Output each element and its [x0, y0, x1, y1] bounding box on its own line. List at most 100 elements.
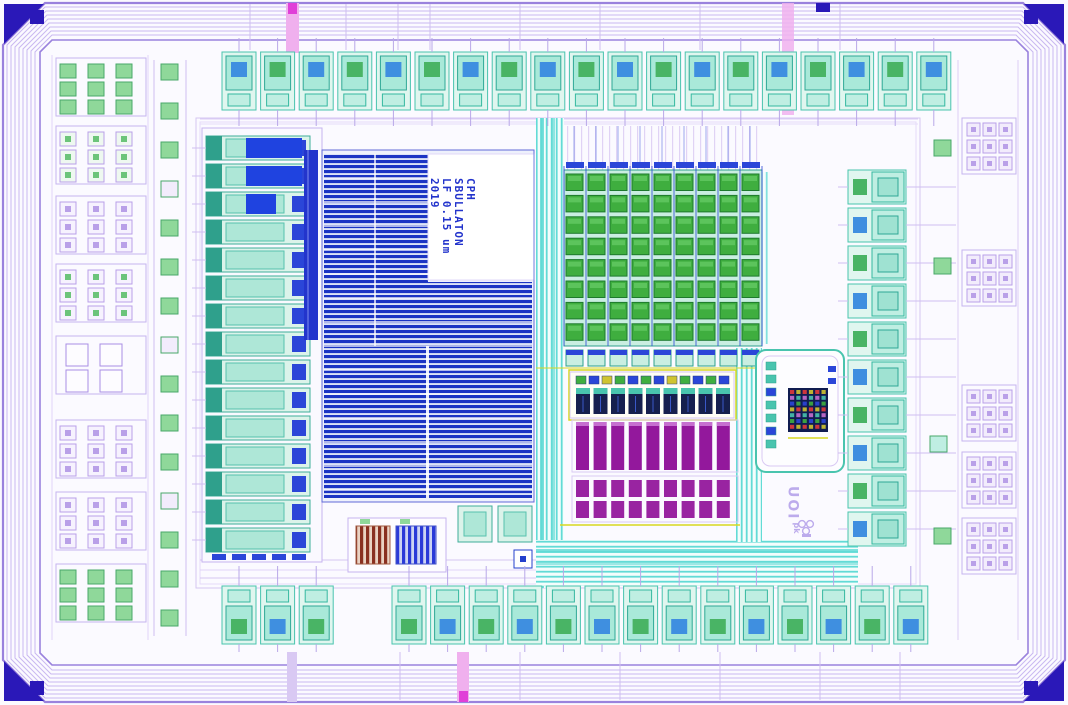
corner-markers: [4, 4, 1064, 701]
bond-pad: [453, 38, 489, 126]
test-structure-grid: [961, 384, 1017, 442]
bond-pad: [816, 566, 852, 652]
bond-pad: [221, 38, 257, 126]
logic-panel: [569, 371, 735, 419]
io-cell-row: [192, 191, 311, 217]
bond-pad: [838, 397, 956, 433]
io-cell-row: [192, 135, 311, 161]
bond-pad: [777, 566, 813, 652]
io-cell-row: [192, 387, 311, 413]
bond-pad: [761, 38, 797, 126]
test-structure-grid: [55, 419, 147, 479]
io-bias-column: [192, 127, 323, 563]
test-structure-grid: [55, 563, 147, 623]
bond-pad: [607, 38, 643, 126]
bond-pad: [260, 566, 296, 652]
analog-core: [788, 388, 828, 432]
bond-pad: [800, 38, 836, 126]
bond-pad: [221, 566, 257, 652]
column-bus-dark: [304, 150, 318, 340]
bond-pad: [838, 435, 956, 471]
bond-pad: [916, 38, 952, 126]
chip-title-line: SBULLATON: [452, 178, 465, 247]
right-pad-column: [838, 169, 956, 547]
test-structure-grid: [55, 335, 147, 395]
bond-pad: [545, 566, 581, 652]
test-structure-grid: [55, 125, 147, 185]
decoder-row: [565, 349, 760, 367]
bond-pad: [530, 38, 566, 126]
io-cell-row: [192, 527, 311, 553]
bond-pad: [491, 38, 527, 126]
capacitor-bank-top: [571, 419, 739, 473]
bond-pad: [646, 38, 682, 126]
chip-title-area: [427, 153, 535, 281]
io-cell-row: [192, 415, 311, 441]
capacitor-bank-bottom: [571, 475, 739, 523]
chip-title-line: LF 0.15 um: [440, 178, 453, 255]
test-structure-grid: [55, 195, 147, 255]
left-pad-strip: [153, 60, 187, 636]
bond-pad: [414, 38, 450, 126]
bond-pad: [838, 169, 956, 205]
io-cell-row: [192, 219, 311, 245]
mini-test-block: [347, 517, 447, 573]
chip-title-text: CPH SBULLATON LF 0.15 um 2019: [428, 178, 477, 255]
test-structure-grid: [961, 517, 1017, 575]
logo-sub-text: pk: [792, 522, 801, 534]
bond-pad: [507, 566, 543, 652]
bond-pad: [684, 38, 720, 126]
bond-pad: [260, 38, 296, 126]
io-cell-row: [192, 471, 311, 497]
bond-pad: [838, 283, 956, 319]
io-cell-row: [192, 303, 311, 329]
bond-pad: [468, 566, 504, 652]
alignment-marker: [513, 549, 533, 569]
bond-pad: [568, 38, 604, 126]
bond-pad: [298, 38, 334, 126]
bond-pad: [298, 566, 334, 652]
test-structure-grid: [55, 263, 147, 323]
io-cell-row: [192, 499, 311, 525]
bond-pad: [877, 38, 913, 126]
bond-pad: [723, 38, 759, 126]
signal-buses: [536, 118, 858, 588]
logo-text: UOIpk: [784, 486, 801, 534]
bond-pad: [838, 207, 956, 243]
bond-pad: [854, 566, 890, 652]
io-cell-row: [192, 443, 311, 469]
chip-title-line: CPH: [464, 178, 477, 201]
bond-pad: [391, 566, 427, 652]
logo-main-text: UOI: [784, 486, 801, 521]
bond-pad: [375, 38, 411, 126]
io-cell-row: [192, 359, 311, 385]
io-cell-row: [192, 247, 311, 273]
bond-pad: [661, 566, 697, 652]
test-structure-grid: [55, 491, 147, 551]
bond-pad: [839, 38, 875, 126]
memory-array-block: [321, 149, 535, 503]
bond-pad: [738, 566, 774, 652]
bottom-pad-ring: [221, 566, 929, 652]
mux-cell-array: [563, 126, 763, 347]
bond-pad: [838, 473, 956, 509]
io-cell-row: [192, 275, 311, 301]
analog-block: [755, 349, 845, 473]
bond-pad: [337, 38, 373, 126]
bond-pad: [838, 359, 956, 395]
right-test-structure-column: [929, 117, 1017, 575]
bond-pad: [700, 566, 736, 652]
bond-pad: [838, 245, 956, 281]
logo-stamp-icon: [797, 519, 815, 537]
left-test-structure-column: [55, 57, 147, 623]
test-structure-grid: [55, 57, 147, 117]
io-cell-row: [192, 163, 311, 189]
filler-pads: [457, 505, 533, 543]
bond-pad: [838, 321, 956, 357]
test-structure-grid: [961, 117, 1017, 175]
io-cell-row: [192, 331, 311, 357]
bond-pad: [838, 511, 956, 547]
bond-pad: [893, 566, 929, 652]
